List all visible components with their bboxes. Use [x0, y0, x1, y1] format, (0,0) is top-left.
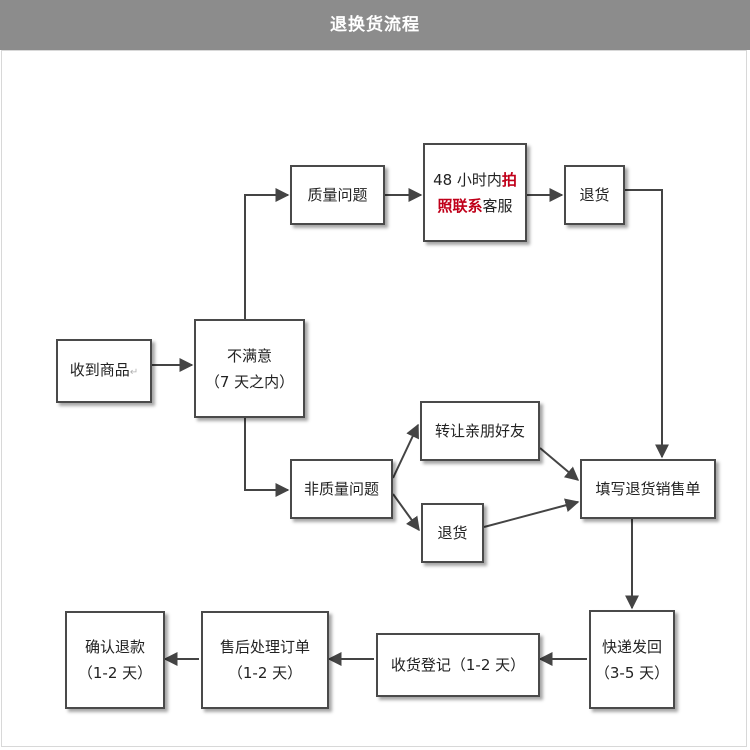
- node-fill-return-form-label: 填写退货销售单: [595, 480, 701, 498]
- return-mark-icon: ↵: [129, 366, 139, 378]
- node-express-return-title: 快递发回: [601, 637, 662, 656]
- diagram-frame: [1, 50, 747, 747]
- node-return-non-quality-label: 退货: [437, 524, 468, 542]
- node-return-quality-label: 退货: [579, 186, 610, 204]
- node-confirm-refund: 确认退款 （1-2 天）: [65, 611, 165, 709]
- node-transfer-friends-label: 转让亲朋好友: [434, 422, 525, 440]
- arrow-unsatisfied-to-quality: [244, 188, 290, 319]
- node-fill-return-form: 填写退货销售单: [580, 459, 716, 519]
- node-unsatisfied-title: 不满意: [226, 346, 272, 365]
- node-photo-contact-prefix: 48 小时内: [433, 170, 502, 189]
- arrow-transfer-to-fill-form: [539, 447, 580, 481]
- node-unsatisfied-period: （7 天之内）: [204, 372, 295, 391]
- node-express-return-period: （3-5 天）: [594, 663, 670, 682]
- arrow-return-to-fill-form: [625, 189, 669, 459]
- node-photo-contact: 48 小时内拍 照联系客服: [423, 143, 527, 242]
- node-photo-contact-highlight-1: 拍: [501, 170, 517, 189]
- arrow-non-quality-to-transfer: [392, 423, 419, 479]
- node-photo-contact-suffix: 客服: [482, 196, 513, 215]
- node-receipt-registration: 收货登记（1-2 天）: [376, 633, 540, 697]
- node-receive-goods: 收到商品↵: [56, 339, 152, 403]
- node-quality-issue: 质量问题: [290, 165, 385, 225]
- node-confirm-refund-title: 确认退款: [84, 638, 145, 656]
- node-non-quality-issue-label: 非质量问题: [303, 480, 379, 498]
- arrow-return-to-fill-form-2: [483, 498, 580, 528]
- arrow-non-quality-to-return: [392, 493, 420, 532]
- node-return-quality: 退货: [564, 165, 625, 225]
- header-bar: 退换货流程: [0, 0, 750, 50]
- node-after-sales-processing-period: （1-2 天）: [227, 664, 303, 682]
- node-receive-goods-label: 收到商品: [69, 360, 130, 379]
- node-after-sales-processing-title: 售后处理订单: [219, 638, 310, 656]
- node-confirm-refund-period: （1-2 天）: [77, 664, 153, 682]
- node-quality-issue-label: 质量问题: [307, 186, 368, 204]
- node-after-sales-processing: 售后处理订单 （1-2 天）: [201, 611, 329, 709]
- node-photo-contact-highlight-2: 照联系: [437, 196, 483, 215]
- node-non-quality-issue: 非质量问题: [290, 459, 393, 519]
- node-receipt-registration-label: 收货登记（1-2 天）: [390, 656, 526, 674]
- node-unsatisfied: 不满意 （7 天之内）: [194, 319, 305, 418]
- arrow-unsatisfied-to-non-quality: [244, 418, 290, 497]
- node-express-return: 快递发回 （3-5 天）: [589, 610, 675, 709]
- node-transfer-friends: 转让亲朋好友: [420, 401, 540, 461]
- node-return-non-quality: 退货: [421, 503, 484, 563]
- page-title: 退换货流程: [330, 15, 420, 35]
